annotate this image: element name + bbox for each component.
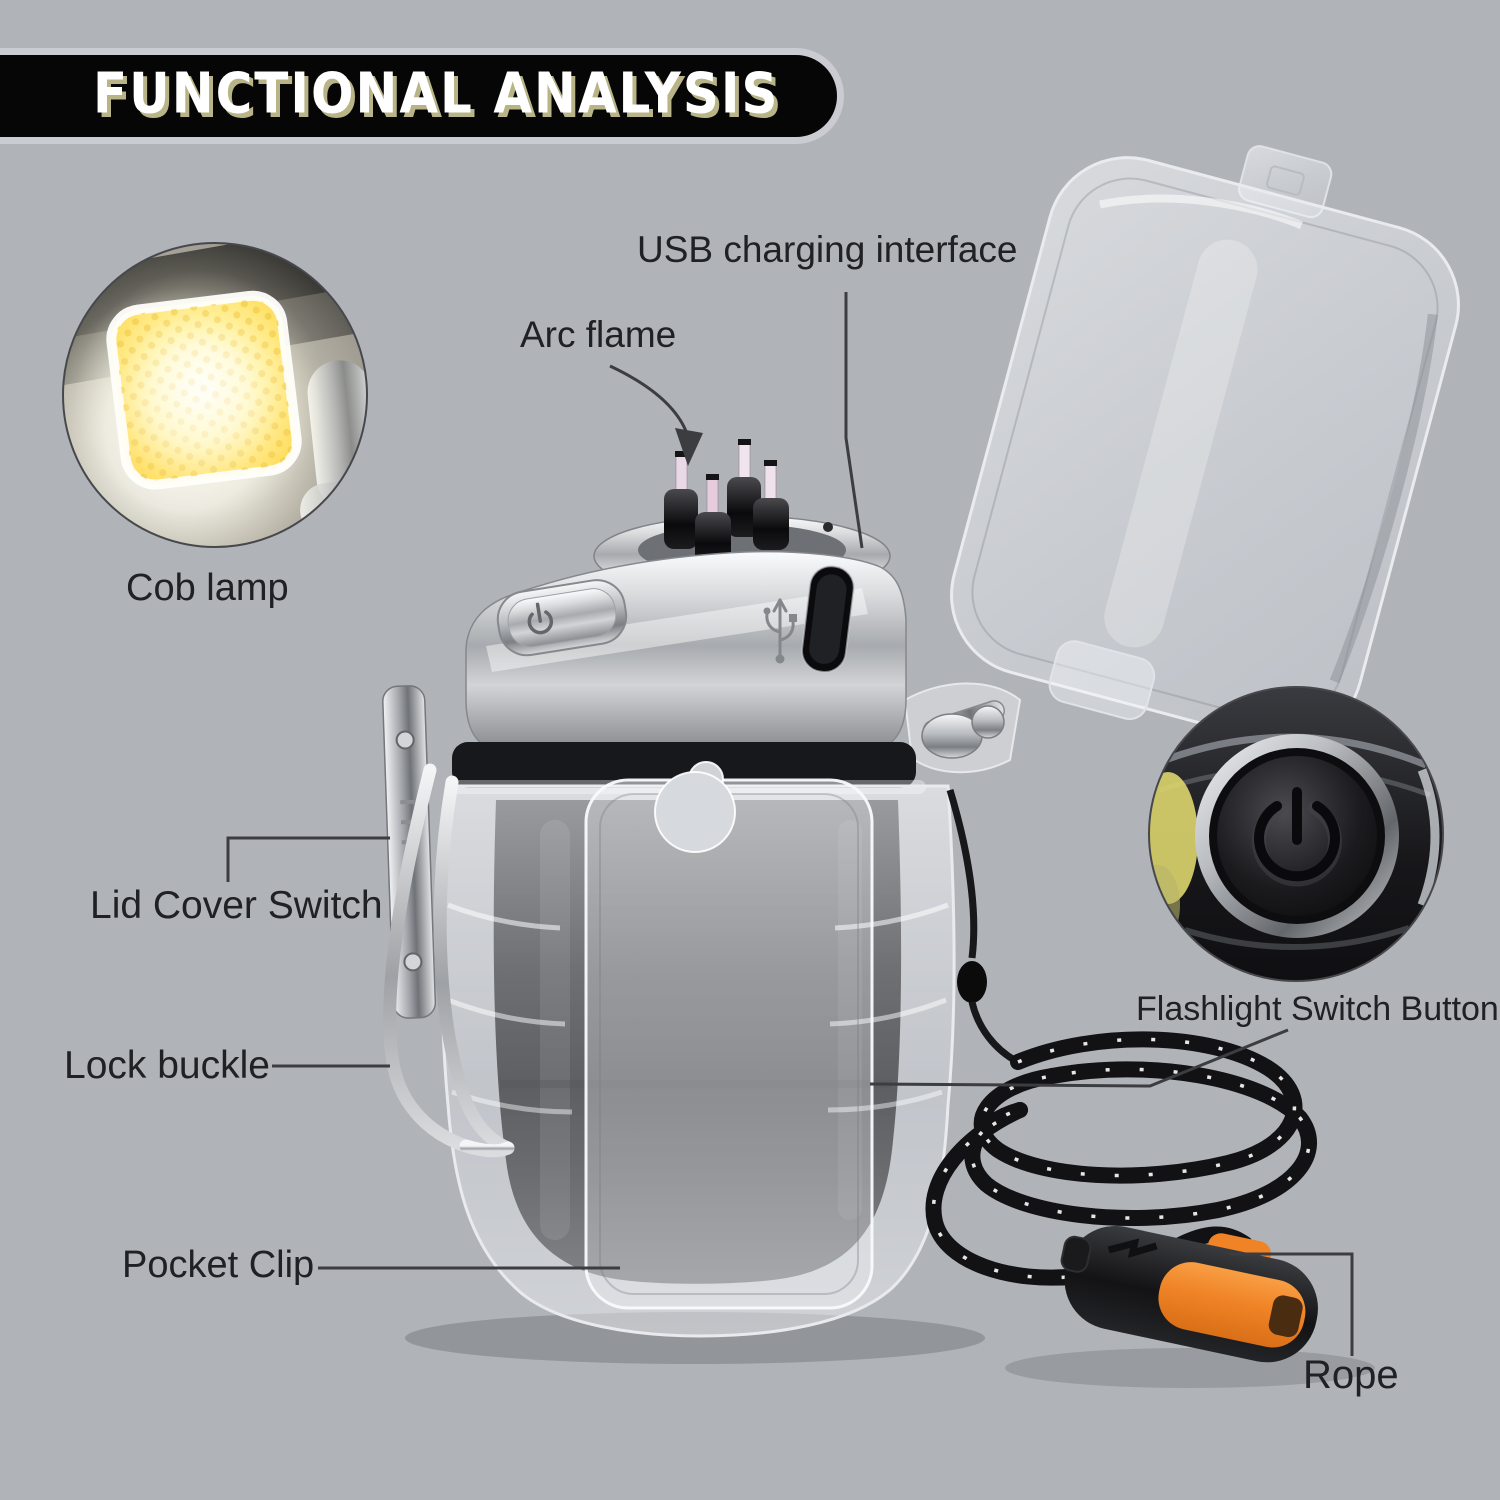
callout-lock-buckle: Lock buckle: [64, 1044, 270, 1087]
callout-cob-lamp: Cob lamp: [126, 567, 289, 609]
title-banner: FUNCTIONAL ANALYSIS: [0, 48, 844, 144]
callout-flashlight-switch-button: Flashlight Switch Button: [1136, 990, 1499, 1028]
usb-port: [800, 565, 855, 673]
leader-lines: [226, 292, 1354, 1356]
leader-flashlight: [869, 1028, 1289, 1088]
lid-open: [950, 145, 1460, 744]
callout-arc-flame: Arc flame: [520, 314, 677, 355]
waterproof-case: [440, 784, 956, 1338]
power-icon: [1252, 787, 1342, 887]
lanyard-rope: [925, 788, 1317, 1286]
leader-lid-cover-switch: [226, 836, 390, 882]
power-icon: [527, 602, 554, 635]
power-button: [496, 579, 628, 657]
callout-usb-charging-interface: USB charging interface: [637, 229, 1018, 270]
arrowhead-arc-flame: [675, 428, 703, 466]
callout-pocket-clip: Pocket Clip: [122, 1244, 315, 1286]
clip-keyhole: [654, 761, 736, 853]
usb-icon: [763, 598, 797, 664]
callout-rope: Rope: [1303, 1353, 1399, 1397]
lighter-head: [465, 439, 907, 749]
leader-rope: [1230, 1252, 1354, 1356]
arc-electrodes: [664, 439, 789, 564]
pocket-clip: [584, 761, 874, 1310]
page-title: FUNCTIONAL ANALYSIS: [93, 61, 780, 127]
lock-buckle: [382, 685, 515, 1158]
chevron-arrows-icon: [1107, 1238, 1158, 1259]
leader-usb: [844, 292, 864, 549]
hinge: [903, 682, 1022, 774]
flashlight-button-inset: [1148, 686, 1444, 982]
whistle: [1060, 1225, 1318, 1363]
lighter-shadow: [405, 1312, 985, 1364]
callout-lid-cover-switch: Lid Cover Switch: [90, 884, 383, 927]
